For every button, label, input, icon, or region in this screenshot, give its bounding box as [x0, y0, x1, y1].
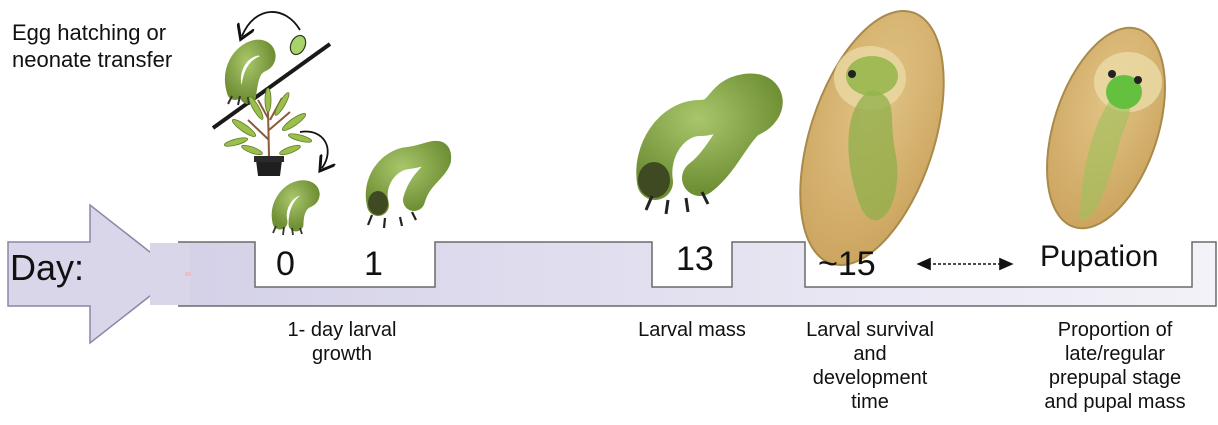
caption-mass: Larval mass	[612, 318, 772, 342]
caption-survival: Larval survival and development time	[782, 318, 958, 414]
neonate-larva-icon	[228, 48, 268, 105]
intro-line2: neonate transfer	[12, 47, 172, 73]
caption-proportion: Proportion of late/regular prepupal stag…	[1020, 318, 1210, 414]
day-mark-15: ~15	[818, 245, 876, 284]
tiny-marker	[185, 272, 191, 276]
larva-day0-icon	[273, 188, 312, 235]
day-mark-0: 0	[276, 245, 295, 284]
day-mark-13: 13	[676, 240, 714, 279]
plant-icon	[224, 88, 313, 176]
day-mark-pupation: Pupation	[1040, 240, 1158, 274]
larva-day13-icon	[638, 92, 765, 214]
day-mark-1: 1	[364, 245, 383, 284]
egg-icon	[287, 33, 308, 57]
caption-growth: 1- day larval growth	[262, 318, 422, 366]
intro-line1: Egg hatching or	[12, 20, 166, 46]
larva-day1-icon	[368, 152, 440, 228]
cocoon-day15-icon	[772, 0, 972, 283]
curved-arrow-top	[242, 12, 300, 36]
day-label: Day:	[10, 247, 84, 289]
cocoon-pupation-icon	[1024, 13, 1187, 243]
